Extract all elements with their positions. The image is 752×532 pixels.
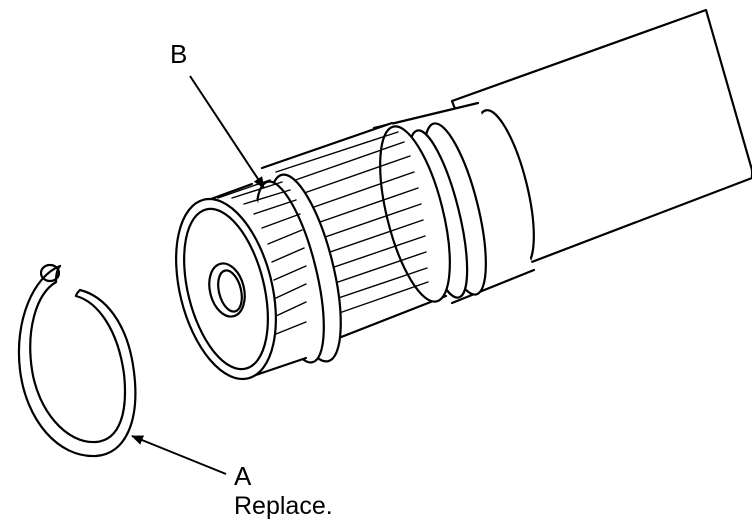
label-a-note: Replace. xyxy=(234,492,333,520)
snap-ring xyxy=(17,263,137,458)
spline-section xyxy=(255,121,451,364)
shaft-end xyxy=(175,179,308,381)
leader-b xyxy=(189,75,265,189)
leader-a xyxy=(131,435,227,475)
label-b: B xyxy=(170,39,188,69)
label-a: A xyxy=(234,461,252,491)
